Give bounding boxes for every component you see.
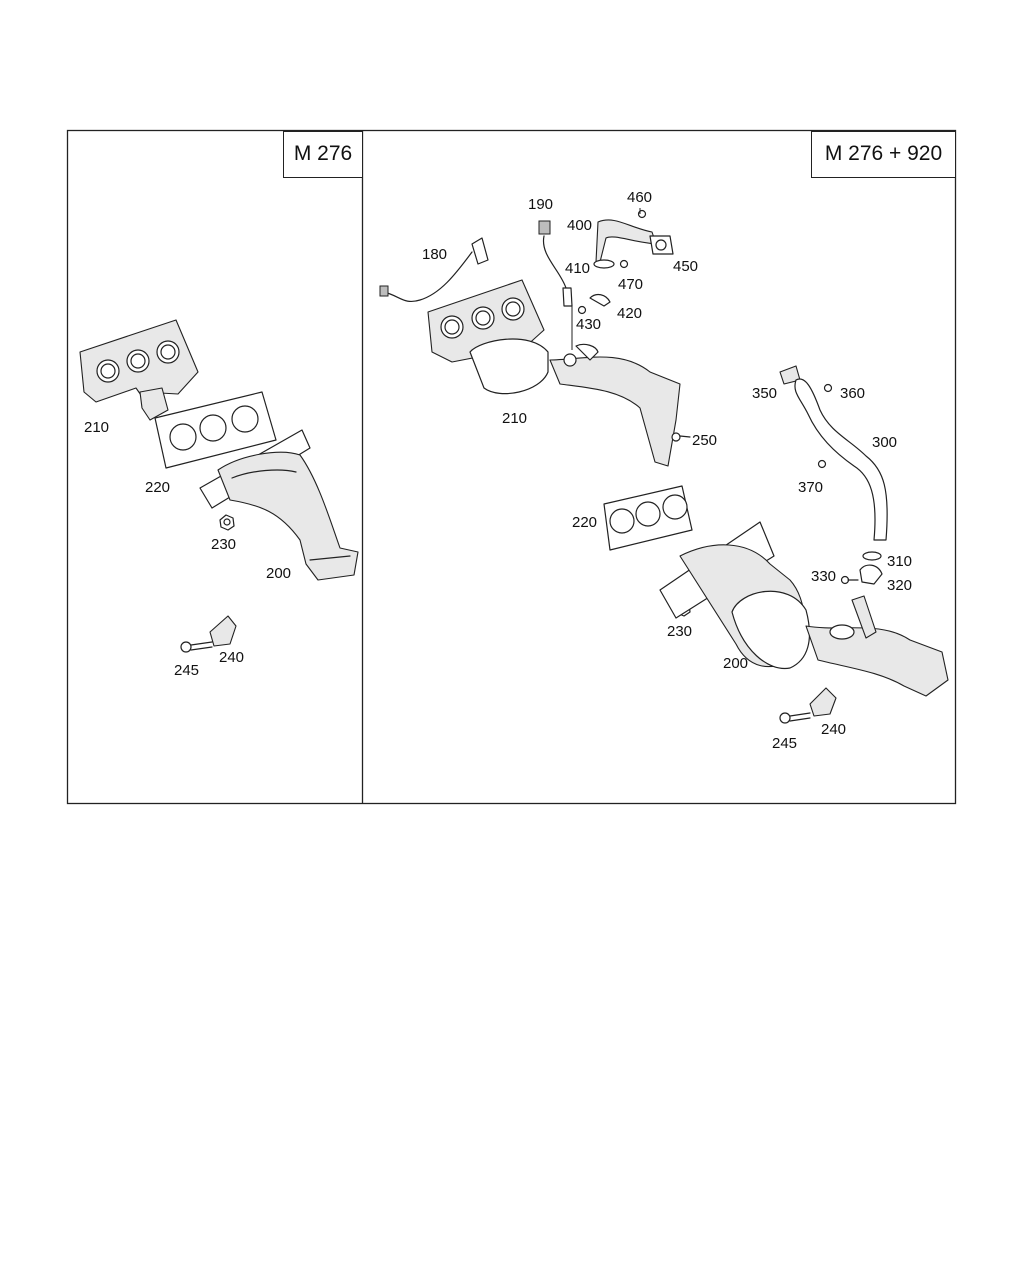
part-245-bolt — [180, 641, 213, 653]
callout-330: 330 — [811, 568, 836, 585]
callout-230: 230 — [211, 536, 236, 553]
variant-tag-left: M 276 — [283, 131, 363, 178]
part-400-egr-pipe — [577, 209, 674, 315]
part-220-gasket-right — [603, 485, 693, 551]
part-180-sensor — [379, 237, 489, 303]
callouts-left: 210 220 230 200 245 240 — [84, 419, 291, 679]
callout-450: 450 — [673, 258, 698, 275]
callout-370: 370 — [798, 479, 823, 496]
part-310-gasket — [862, 551, 882, 561]
callout-470: 470 — [618, 276, 643, 293]
callout-210-right: 210 — [502, 410, 527, 427]
callout-245: 245 — [174, 662, 199, 679]
callout-420: 420 — [617, 305, 642, 322]
part-200-catalyst-right — [659, 521, 949, 697]
callout-350: 350 — [752, 385, 777, 402]
callout-320: 320 — [887, 577, 912, 594]
callout-300: 300 — [872, 434, 897, 451]
part-210-heat-shield — [79, 319, 199, 421]
part-200-manifold — [199, 429, 359, 581]
part-320-clamp — [859, 564, 883, 585]
callout-190: 190 — [528, 196, 553, 213]
callout-250: 250 — [692, 432, 717, 449]
callout-200: 200 — [266, 565, 291, 582]
part-330-bolt — [840, 575, 859, 585]
callout-200-right: 200 — [723, 655, 748, 672]
callout-460: 460 — [627, 189, 652, 206]
callout-360: 360 — [840, 385, 865, 402]
callout-180: 180 — [422, 246, 447, 263]
leader-lines — [571, 208, 641, 350]
part-240-bracket-right — [809, 687, 837, 717]
callout-240: 240 — [219, 649, 244, 666]
part-230-nut — [219, 514, 235, 531]
part-190-sensor — [538, 220, 573, 307]
part-240-bracket — [209, 615, 237, 647]
callout-410: 410 — [565, 260, 590, 277]
callout-430: 430 — [576, 316, 601, 333]
callout-220: 220 — [145, 479, 170, 496]
callouts-right: 180 190 460 400 410 450 470 420 430 210 … — [422, 189, 912, 752]
callout-245-right: 245 — [772, 735, 797, 752]
callout-400: 400 — [567, 217, 592, 234]
part-250-bolt — [671, 432, 691, 442]
variant-tag-right: M 276 + 920 — [811, 131, 956, 178]
diagram-frame — [66, 129, 957, 805]
callout-240-right: 240 — [821, 721, 846, 738]
part-245-bolt-right — [779, 712, 811, 724]
part-210-heat-shield-right — [427, 279, 681, 467]
callout-230-right: 230 — [667, 623, 692, 640]
part-300-pipe — [779, 365, 888, 541]
callout-220-right: 220 — [572, 514, 597, 531]
callout-210: 210 — [84, 419, 109, 436]
part-220-gasket — [154, 391, 277, 469]
callout-310: 310 — [887, 553, 912, 570]
